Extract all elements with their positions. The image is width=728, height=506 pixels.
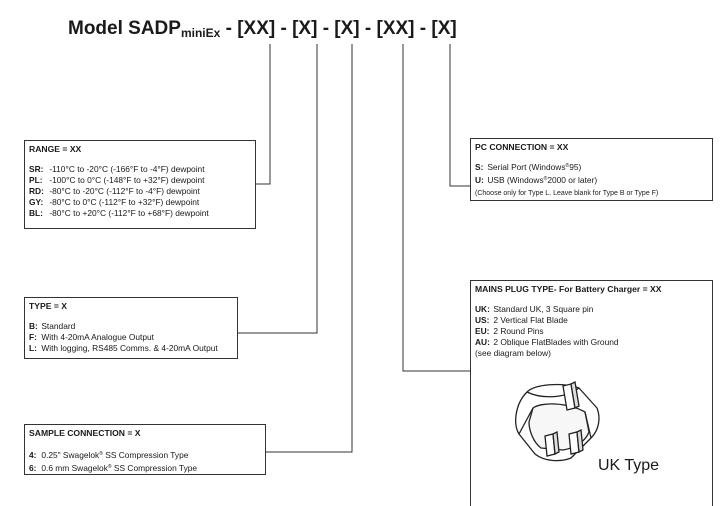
- sample-connector: [265, 44, 353, 453]
- range-row: RD: -80°C to -20°C (-112°F to -4°F) dewp…: [29, 186, 255, 197]
- type-row: L: With logging, RS485 Comms. & 4-20mA O…: [29, 343, 237, 354]
- pc-row: U: USB (Windows®2000 or later): [475, 175, 712, 188]
- range-row: SR: -110°C to -20°C (-166°F to -4°F) dew…: [29, 164, 255, 175]
- range-code: GY:: [29, 197, 44, 207]
- pc-text-suffix: 2000 or later): [547, 175, 598, 185]
- registered-mark: ®: [543, 176, 548, 182]
- mains-text: 2 Oblique FlatBlades with Ground: [493, 337, 619, 347]
- type-connector: [237, 44, 318, 334]
- mains-plug-box: MAINS PLUG TYPE- For Battery Charger = X…: [470, 280, 713, 506]
- range-row: BL: -80°C to +20°C (-112°F to +68°F) dew…: [29, 208, 255, 219]
- sample-code: 4:: [29, 450, 37, 460]
- range-code: SR:: [29, 164, 44, 174]
- pc-connector: [449, 44, 470, 187]
- sample-code: 6:: [29, 463, 37, 473]
- pc-text: USB (Windows: [487, 175, 544, 185]
- mains-code: EU:: [475, 326, 490, 336]
- mains-row: EU: 2 Round Pins: [475, 326, 712, 337]
- registered-mark: ®: [107, 464, 112, 470]
- range-box: RANGE = XX SR: -110°C to -20°C (-166°F t…: [24, 140, 256, 229]
- mains-row: AU: 2 Oblique FlatBlades with Ground: [475, 337, 712, 348]
- range-row: GY: -80°C to 0°C (-112°F to +32°F) dewpo…: [29, 197, 255, 208]
- uk-type-label: UK Type: [598, 457, 660, 474]
- range-text: -110°C to -20°C (-166°F to -4°F) dewpoin…: [49, 164, 205, 174]
- mains-connector: [402, 44, 470, 372]
- uk-plug-icon: [515, 381, 600, 462]
- sample-text-suffix: SS Compression Type: [102, 450, 189, 460]
- pc-code: S:: [475, 162, 484, 172]
- registered-mark: ®: [99, 451, 103, 457]
- model-code-title: Model SADPminiEx - [XX] - [X] - [X] - [X…: [68, 18, 457, 40]
- mains-text: Standard UK, 3 Square pin: [493, 304, 594, 314]
- mains-header: MAINS PLUG TYPE- For Battery Charger = X…: [475, 284, 662, 294]
- type-text: Standard: [41, 321, 76, 331]
- sample-row: 4: 0.25" Swagelok® SS Compression Type: [29, 450, 265, 463]
- sample-text: 0.6 mm Swagelok: [41, 463, 108, 473]
- mains-code: UK:: [475, 304, 490, 314]
- sample-text: 0.25" Swagelok: [41, 450, 100, 460]
- range-code: RD:: [29, 186, 44, 196]
- sample-text-suffix: SS Compression Type: [111, 463, 198, 473]
- model-code-pattern: - [XX] - [X] - [X] - [XX] - [X]: [220, 18, 457, 39]
- type-text: With 4-20mA Analogue Output: [41, 332, 154, 342]
- pc-connection-box: PC CONNECTION = XX S: Serial Port (Windo…: [470, 138, 713, 201]
- model-name: Model SADP: [68, 18, 181, 39]
- type-text: With logging, RS485 Comms. & 4-20mA Outp…: [41, 343, 218, 353]
- range-row: PL: -100°C to 0°C (-148°F to +32°F) dewp…: [29, 175, 255, 186]
- model-subscript: miniEx: [180, 26, 221, 40]
- mains-code: US:: [475, 315, 490, 325]
- type-row: B: Standard: [29, 321, 237, 332]
- pc-text: Serial Port (Windows: [487, 162, 566, 172]
- range-header: RANGE = XX: [29, 144, 82, 154]
- pc-code: U:: [475, 175, 484, 185]
- range-code: BL:: [29, 208, 43, 218]
- registered-mark: ®: [565, 163, 570, 169]
- range-text: -80°C to +20°C (-112°F to +68°F) dewpoin…: [49, 208, 209, 218]
- range-text: -80°C to -20°C (-112°F to -4°F) dewpoint: [49, 186, 200, 196]
- type-code: L:: [29, 343, 37, 353]
- type-header: TYPE = X: [29, 301, 67, 311]
- mains-text: 2 Vertical Flat Blade: [493, 315, 568, 325]
- range-text: -100°C to 0°C (-148°F to +32°F) dewpoint: [49, 175, 205, 185]
- pc-text-suffix: 95): [569, 162, 582, 172]
- type-box: TYPE = X B: Standard F: With 4-20mA Anal…: [24, 297, 238, 359]
- type-row: F: With 4-20mA Analogue Output: [29, 332, 237, 343]
- sample-connection-box: SAMPLE CONNECTION = X 4: 0.25" Swagelok®…: [24, 424, 266, 475]
- mains-text: 2 Round Pins: [493, 326, 544, 336]
- mains-code: AU:: [475, 337, 490, 347]
- sample-row: 6: 0.6 mm Swagelok® SS Compression Type: [29, 463, 265, 476]
- range-connector: [255, 44, 271, 185]
- pc-row: S: Serial Port (Windows®95): [475, 162, 712, 175]
- type-code: B:: [29, 321, 38, 331]
- pc-note: (Choose only for Type L. Leave blank for…: [475, 190, 659, 197]
- range-text: -80°C to 0°C (-112°F to +32°F) dewpoint: [49, 197, 200, 207]
- pc-header: PC CONNECTION = XX: [475, 142, 569, 152]
- mains-row: UK: Standard UK, 3 Square pin: [475, 304, 712, 315]
- mains-note: (see diagram below): [475, 348, 551, 358]
- sample-header: SAMPLE CONNECTION = X: [29, 428, 141, 438]
- range-code: PL:: [29, 175, 43, 185]
- mains-row: US: 2 Vertical Flat Blade: [475, 315, 712, 326]
- type-code: F:: [29, 332, 37, 342]
